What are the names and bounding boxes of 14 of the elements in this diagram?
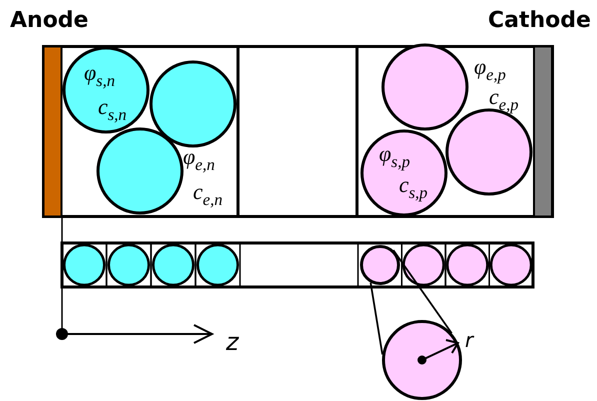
axis-label: z (226, 330, 239, 354)
variable-label: c$_{e,p}$ (489, 86, 518, 114)
electrode-label: Cathode (488, 10, 591, 32)
variable-label: φ$_{s,n}$ (84, 62, 115, 90)
variable-label: φ$_{e,p}$ (474, 56, 506, 84)
magnification-line (370, 282, 384, 355)
variable-label: c$_{e,n}$ (193, 181, 222, 208)
variable-label: c$_{s,p}$ (399, 174, 428, 202)
radius-label: r (465, 330, 474, 350)
variable-label: c$_{s,n}$ (98, 96, 127, 124)
magnification-line (392, 250, 452, 334)
electrode-label: Anode (10, 10, 88, 32)
variable-label: φ$_{s,p}$ (379, 143, 410, 170)
variable-label: φ$_{e,n}$ (183, 146, 215, 174)
